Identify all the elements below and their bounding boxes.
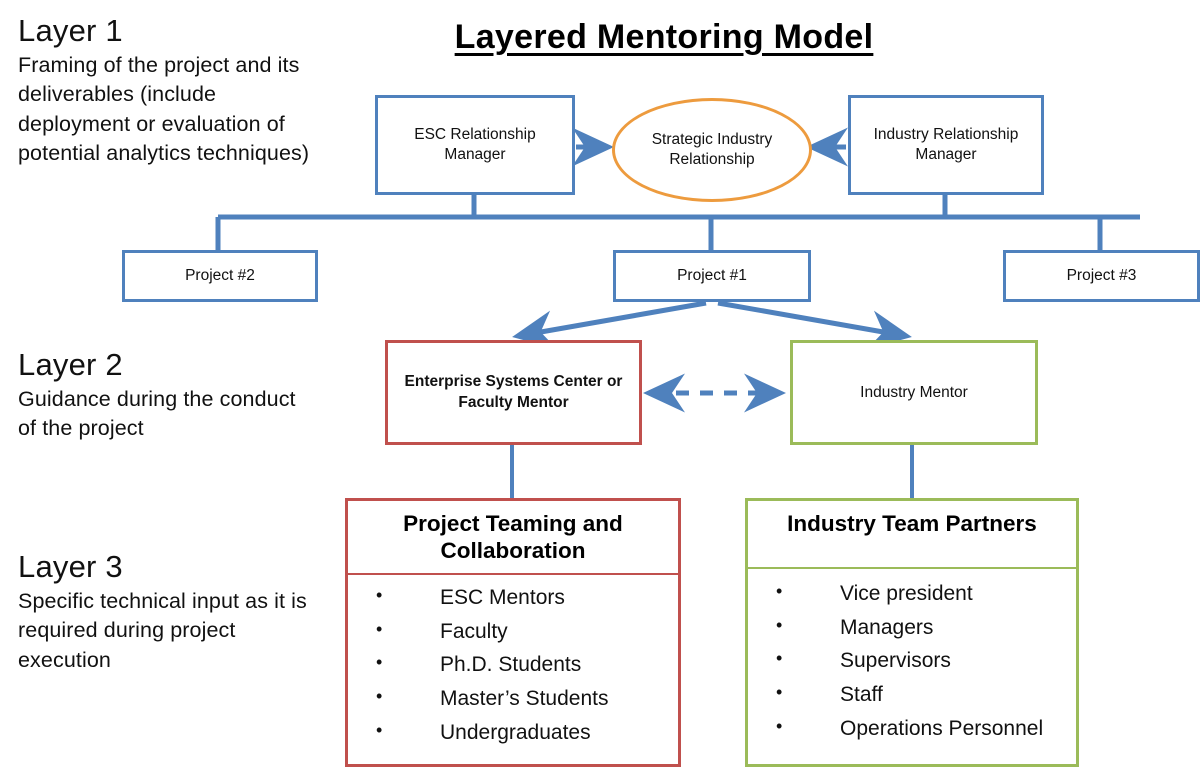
node-label: Project #1 — [677, 267, 747, 285]
list-item-label: Operations Personnel — [840, 716, 1044, 740]
list-item-label: Staff — [840, 682, 883, 706]
panel-list: ESC Mentors Faculty Ph.D. Students Maste… — [348, 575, 678, 748]
node-project-2[interactable]: Project #2 — [122, 250, 318, 302]
list-item: Supervisors — [748, 645, 1076, 677]
list-item-label: Managers — [840, 615, 934, 639]
layer-1-description: Framing of the project and its deliverab… — [18, 53, 310, 165]
layer-2-title: Layer 2 — [18, 347, 123, 382]
node-label: ESC Relationship Manager — [414, 126, 536, 163]
layer-2-caption: Layer 2 Guidance during the conduct of t… — [18, 347, 318, 444]
layer-3-description: Specific technical input as it is requir… — [18, 589, 307, 672]
layer-1-title: Layer 1 — [18, 13, 123, 48]
list-item: Faculty — [348, 616, 678, 648]
node-industry-mentor[interactable]: Industry Mentor — [790, 340, 1038, 445]
list-item: Vice president — [748, 578, 1076, 610]
list-item: Operations Personnel — [748, 713, 1076, 745]
panel-header: Industry Team Partners — [748, 501, 1076, 569]
node-label: Industry Relationship Manager — [873, 126, 1019, 163]
layer-1-caption: Layer 1 Framing of the project and its d… — [18, 13, 318, 168]
arrow-project1-to-industry-mentor — [717, 300, 912, 349]
list-item: Master’s Students — [348, 683, 678, 715]
list-item-label: Undergraduates — [440, 720, 591, 744]
list-item-label: Faculty — [440, 619, 508, 643]
layer-2-description: Guidance during the conduct of the proje… — [18, 387, 296, 441]
arrow-project1-to-esc-mentor — [512, 300, 707, 349]
node-label: Enterprise Systems Center or Faculty Men… — [404, 373, 623, 411]
list-item-label: Vice president — [840, 582, 973, 605]
list-item: Undergraduates — [348, 717, 678, 749]
list-item: ESC Mentors — [348, 582, 678, 614]
connector-managers-to-bus — [215, 195, 1140, 250]
list-item: Staff — [748, 679, 1076, 711]
panel-header: Project Teaming and Collaboration — [348, 501, 678, 575]
page-title: Layered Mentoring Model — [454, 18, 874, 56]
list-item: Ph.D. Students — [348, 649, 678, 681]
panel-project-teaming-and-collaboration[interactable]: Project Teaming and Collaboration ESC Me… — [345, 498, 681, 767]
node-strategic-industry-relationship[interactable]: Strategic Industry Relationship — [612, 98, 812, 202]
node-project-3[interactable]: Project #3 — [1003, 250, 1200, 302]
node-project-1[interactable]: Project #1 — [613, 250, 811, 302]
list-item-label: Ph.D. Students — [440, 653, 582, 677]
node-label: Industry Mentor — [860, 383, 968, 401]
node-label: Project #3 — [1066, 267, 1137, 285]
node-label: Project #2 — [185, 267, 255, 285]
layer-3-title: Layer 3 — [18, 549, 123, 584]
list-item-label: Supervisors — [840, 649, 951, 673]
node-esc-or-faculty-mentor[interactable]: Enterprise Systems Center or Faculty Men… — [385, 340, 642, 445]
list-item-label: Master’s Students — [440, 686, 609, 710]
list-item-label: ESC Mentors — [440, 585, 565, 609]
node-esc-relationship-manager[interactable]: ESC Relationship Manager — [375, 95, 575, 195]
panel-list: Vice president Managers Supervisors Staf… — [748, 569, 1076, 744]
layer-3-caption: Layer 3 Specific technical input as it i… — [18, 549, 328, 675]
panel-industry-team-partners[interactable]: Industry Team Partners Vice president Ma… — [745, 498, 1079, 767]
node-label: Strategic Industry Relationship — [651, 130, 773, 168]
node-industry-relationship-manager[interactable]: Industry Relationship Manager — [848, 95, 1044, 195]
list-item: Managers — [748, 612, 1076, 644]
